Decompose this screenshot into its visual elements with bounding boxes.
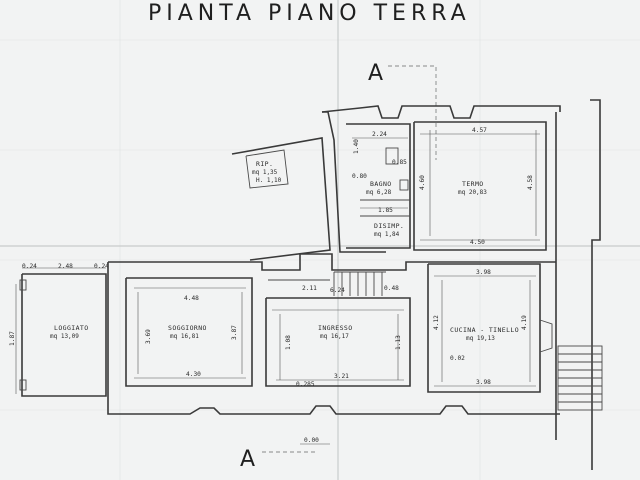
dim-ingresso-top: 6.24 <box>330 287 345 294</box>
dim-loggiato-top: 2.48 <box>58 263 73 270</box>
dim-ingresso-right: 1.13 <box>395 335 402 350</box>
dim-ingresso-bottom: 3.21 <box>334 373 349 380</box>
dim-bagno-bottom: 1.85 <box>378 207 393 214</box>
dim-loggiato-height: 1.87 <box>9 331 16 346</box>
dim-cucina-right: 4.19 <box>521 315 528 330</box>
dim-ingresso-stair-b: 0.48 <box>384 285 399 292</box>
room-area-bagno: mq 6,28 <box>366 189 392 196</box>
dim-bagno-left: 1.40 <box>353 139 360 154</box>
section-marker-top: A <box>368 61 383 86</box>
wall-loggiato <box>15 267 107 397</box>
dim-ingresso-bottom-left: 0.285 <box>296 381 315 388</box>
exterior-stair <box>557 345 603 411</box>
room-label-cucina: CUCINA - TINELLO <box>450 326 519 334</box>
plan-title: PIANTA PIANO TERRA <box>148 1 471 26</box>
dim-termo-left: 4.60 <box>419 175 426 190</box>
dim-soggiorno-top: 4.48 <box>184 295 199 302</box>
wall-lower-outer <box>107 253 560 415</box>
room-area-soggiorno: mq 16,81 <box>170 333 199 340</box>
room-label-disimp: DISIMP. <box>374 222 404 230</box>
wall-upper-block <box>321 99 601 470</box>
dim-soggiorno-bottom: 4.30 <box>186 371 201 378</box>
dim-termo-right: 4.58 <box>527 175 534 190</box>
stair-steps <box>333 271 386 296</box>
dim-cucina-left: 4.12 <box>433 315 440 330</box>
room-area-loggiato: mq 13,09 <box>50 333 79 340</box>
dimension-lines-upper <box>352 130 540 241</box>
dim-bagno-mid: 0.85 <box>392 159 407 166</box>
room-area-ingresso: mq 16,17 <box>320 333 349 340</box>
wall-rip <box>231 137 331 261</box>
room-height-rip: H. 1,10 <box>256 177 282 184</box>
wall-soggiorno <box>125 277 253 387</box>
dim-cucina-mid: 0.02 <box>450 355 465 362</box>
dim-ingresso-left: 1.08 <box>285 335 292 350</box>
room-area-termo: mq 20,83 <box>458 189 487 196</box>
section-marker-bottom: A <box>240 447 255 472</box>
dim-cucina-top: 3.98 <box>476 269 491 276</box>
room-label-bagno: BAGNO <box>370 180 392 188</box>
room-area-rip: mq 1,35 <box>252 169 278 176</box>
dim-ingresso-stair-a: 2.11 <box>302 285 317 292</box>
room-label-soggiorno: SOGGIORNO <box>168 324 207 332</box>
room-label-ingresso: INGRESSO <box>318 324 353 332</box>
wall-ingresso <box>265 271 411 387</box>
wall-cucina <box>427 263 553 393</box>
dim-cucina-bottom: 3.98 <box>476 379 491 386</box>
dim-bagno-top: 2.24 <box>372 131 387 138</box>
room-area-cucina: mq 19,13 <box>466 335 495 342</box>
dim-termo-bottom: 4.50 <box>470 239 485 246</box>
room-area-disimp: mq 1,84 <box>374 231 400 238</box>
dim-loggiato-left-a: 0.24 <box>22 263 37 270</box>
dim-loggiato-left-b: 0.24 <box>94 263 109 270</box>
room-label-termo: TERMO <box>462 180 484 188</box>
ground-level-label: 0.00 <box>304 437 319 444</box>
section-line-top <box>388 65 437 160</box>
dim-soggiorno-left: 3.69 <box>145 329 152 344</box>
dim-termo-top: 4.57 <box>472 127 487 134</box>
dim-soggiorno-right: 3.87 <box>231 325 238 340</box>
dim-bagno-mid2: 0.80 <box>352 173 367 180</box>
room-label-rip: RIP. <box>256 160 273 168</box>
room-label-loggiato: LOGGIATO <box>54 324 89 332</box>
